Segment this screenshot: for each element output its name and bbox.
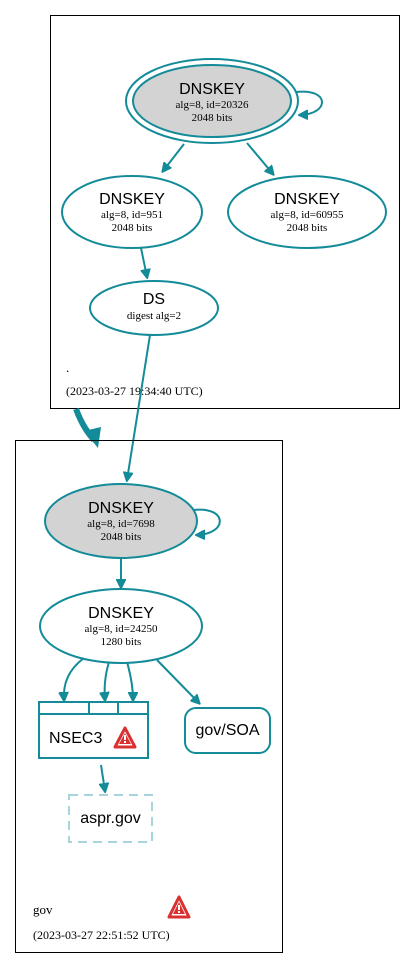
gov-zsk-bits: 1280 bits <box>101 636 142 648</box>
root-zsk-60955-title: DNSKEY <box>274 191 340 208</box>
gov-zone-timestamp: (2023-03-27 22:51:52 UTC) <box>33 928 170 942</box>
root-zsk-951-title: DNSKEY <box>99 191 165 208</box>
delegation-arrowhead <box>84 427 101 448</box>
root-zsk-60955-id: alg=8, id=60955 <box>271 209 344 221</box>
edge-zsk-to-nsec3-c <box>126 661 133 700</box>
root-ksk-title: DNSKEY <box>179 81 245 98</box>
root-ksk-self-edge <box>295 90 323 115</box>
edge-zsk-to-nsec3-b <box>105 661 109 700</box>
gov-zsk-id: alg=8, id=24250 <box>85 623 158 635</box>
edge-ds-to-gov-ksk <box>127 334 151 480</box>
gov-ksk-node[interactable]: DNSKEY alg=8, id=7698 2048 bits <box>44 483 198 559</box>
root-ds-digest: digest alg=2 <box>127 310 181 322</box>
root-zone-name: . <box>66 360 69 375</box>
aspr-gov-node[interactable]: aspr.gov <box>68 794 153 843</box>
root-ds-title: DS <box>143 291 165 308</box>
gov-zone-box <box>15 440 283 953</box>
edge-nsec3-to-aspr <box>101 764 105 791</box>
root-ds-node[interactable]: DS digest alg=2 <box>89 280 219 336</box>
nsec3-warning-icon <box>113 726 137 749</box>
edge-zsk951-to-ds <box>140 247 147 277</box>
gov-ksk-id: alg=8, id=7698 <box>87 518 155 530</box>
root-zsk-60955-node[interactable]: DNSKEY alg=8, id=60955 2048 bits <box>227 175 387 249</box>
nsec3-title: NSEC3 <box>49 730 102 747</box>
root-ksk-bits: 2048 bits <box>192 112 233 124</box>
gov-zone-cluster: gov (2023-03-27 22:51:52 UTC) <box>15 440 283 953</box>
root-ksk-node[interactable]: DNSKEY alg=8, id=20326 2048 bits <box>125 58 299 144</box>
gov-zone-warning-icon <box>167 895 191 919</box>
edge-zsk-to-soa <box>156 659 199 703</box>
root-zsk-60955-bits: 2048 bits <box>287 222 328 234</box>
root-zsk-951-bits: 2048 bits <box>112 222 153 234</box>
root-ksk-id: alg=8, id=20326 <box>176 99 249 111</box>
root-zone-timestamp: (2023-03-27 19:34:40 UTC) <box>66 384 203 398</box>
edge-zsk-to-nsec3-a <box>64 657 85 700</box>
gov-zsk-title: DNSKEY <box>88 605 154 622</box>
gov-zone-name: gov <box>33 902 53 917</box>
aspr-gov-title: aspr.gov <box>80 810 140 827</box>
gov-ksk-title: DNSKEY <box>88 500 154 517</box>
gov-ksk-self-edge <box>192 508 221 535</box>
root-zsk-951-id: alg=8, id=951 <box>101 209 163 221</box>
edge-ksk-to-zsk951 <box>163 143 185 171</box>
gov-ksk-bits: 2048 bits <box>101 531 142 543</box>
gov-soa-node[interactable]: gov/SOA <box>184 707 271 754</box>
gov-zsk-node[interactable]: DNSKEY alg=8, id=24250 1280 bits <box>39 588 203 664</box>
nsec3-node[interactable]: NSEC3 <box>38 701 149 759</box>
edge-ksk-to-zsk60955 <box>246 142 273 174</box>
root-zsk-951-node[interactable]: DNSKEY alg=8, id=951 2048 bits <box>61 175 203 249</box>
gov-soa-title: gov/SOA <box>195 722 259 739</box>
